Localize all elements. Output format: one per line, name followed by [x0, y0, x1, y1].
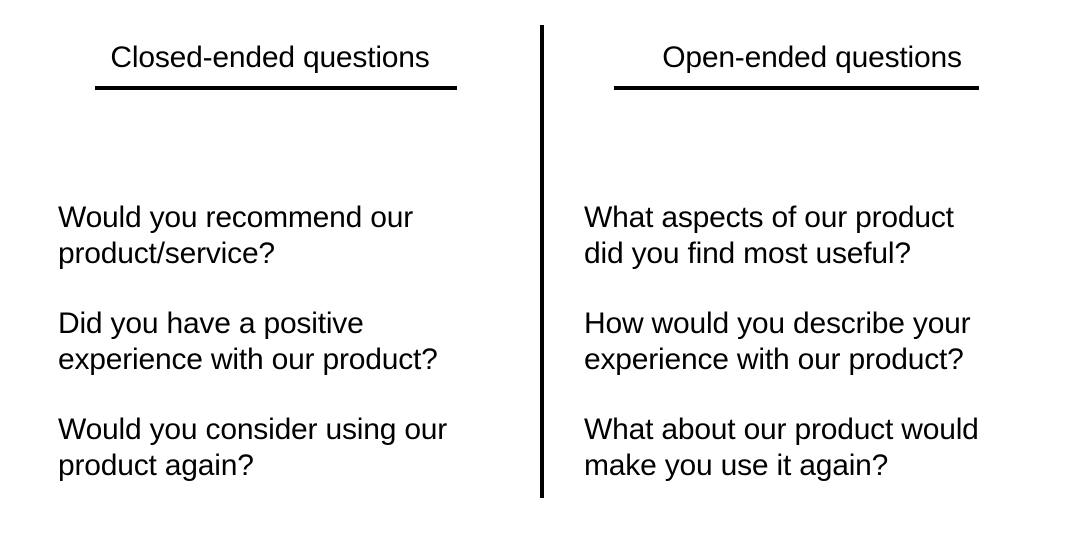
question-list-closed-ended: Would you recommend our product/service?…: [58, 200, 518, 484]
question-item: What about our product would make you us…: [584, 413, 979, 482]
heading-underline-closed-ended: [95, 86, 457, 90]
question-item: Would you consider using our product aga…: [58, 413, 448, 482]
question-item: Would you recommend our product/service?: [58, 201, 414, 270]
column-heading-open-ended: Open-ended questions: [662, 41, 962, 74]
heading-underline-open-ended: [614, 86, 979, 90]
question-item: What aspects of our product did you find…: [584, 201, 954, 270]
column-open-ended: Open-ended questions What aspects of our…: [544, 0, 1080, 535]
column-heading-closed-ended: Closed-ended questions: [110, 41, 430, 74]
question-item: Did you have a positive experience with …: [58, 307, 438, 376]
question-item: How would you describe your experience w…: [584, 307, 971, 376]
question-list-open-ended: What aspects of our product did you find…: [584, 200, 1044, 484]
column-closed-ended: Closed-ended questions Would you recomme…: [58, 41, 518, 484]
column-divider: [540, 25, 544, 498]
